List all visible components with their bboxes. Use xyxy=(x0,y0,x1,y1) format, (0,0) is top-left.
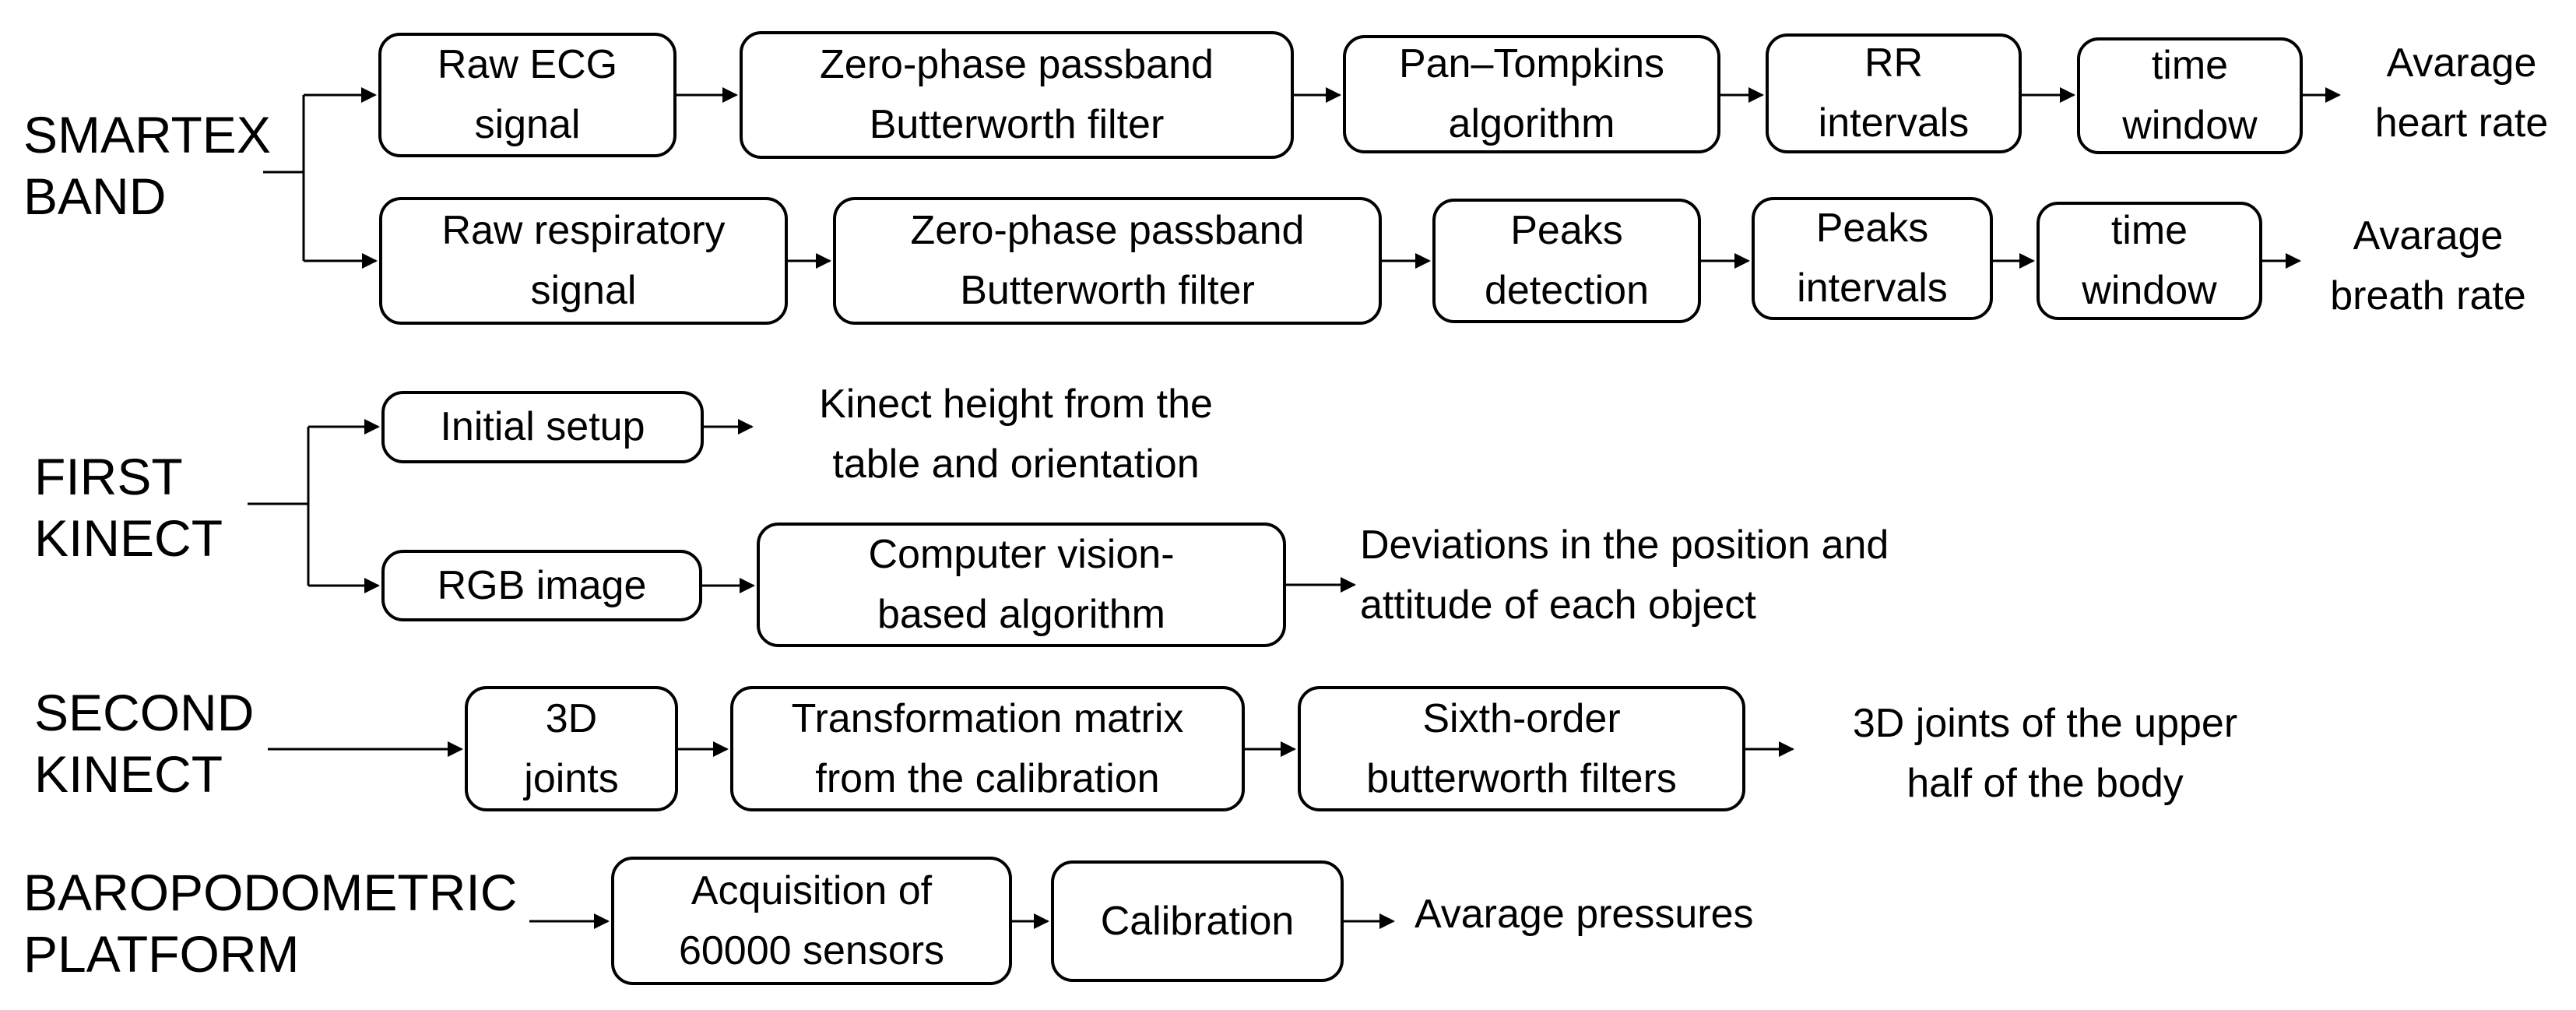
section-label-smartex-band: SMARTEX BAND xyxy=(23,106,271,225)
section-label-baropodometric-platform: BAROPODOMETRIC PLATFORM xyxy=(23,864,518,983)
box-calibration: Calibration xyxy=(1051,860,1344,982)
section-label-first-kinect: FIRST KINECT xyxy=(34,448,223,567)
output-3d-joints-upper-body: 3D joints of the upper half of the body xyxy=(1852,701,2238,806)
box-transformation-matrix: Transformation matrix from the calibrati… xyxy=(730,686,1245,811)
box-peaks-detection: Peaks detection xyxy=(1432,199,1701,323)
box-sixth-order-butterworth-filters: Sixth-order butterworth filters xyxy=(1298,686,1745,811)
box-time-window-heart: time window xyxy=(2077,37,2303,154)
output-kinect-height-orientation: Kinect height from the table and orienta… xyxy=(819,382,1213,487)
output-average-breath-rate: Avarage breath rate xyxy=(2330,213,2526,318)
box-raw-respiratory-signal: Raw respiratory signal xyxy=(379,197,788,325)
box-time-window-breath: time window xyxy=(2037,202,2262,320)
section-label-second-kinect: SECOND KINECT xyxy=(34,684,255,803)
box-peaks-intervals: Peaks intervals xyxy=(1752,197,1993,320)
box-zero-phase-butterworth-filter-resp: Zero-phase passband Butterworth filter xyxy=(833,197,1382,325)
box-pan-tompkins-algorithm: Pan–Tompkins algorithm xyxy=(1343,35,1720,153)
connector-smartex-branch xyxy=(263,87,378,269)
box-acquisition-60000-sensors: Acquisition of 60000 sensors xyxy=(611,857,1012,985)
box-3d-joints: 3D joints xyxy=(465,686,678,811)
box-zero-phase-butterworth-filter-ecg: Zero-phase passband Butterworth filter xyxy=(740,31,1294,159)
output-average-heart-rate: Avarage heart rate xyxy=(2374,40,2549,146)
box-initial-setup: Initial setup xyxy=(381,391,704,463)
box-rr-intervals: RR intervals xyxy=(1766,33,2022,153)
connector-first-kinect-branch xyxy=(248,419,1356,593)
box-rgb-image: RGB image xyxy=(381,550,702,621)
output-deviations-position-attitude: Deviations in the position and attitude … xyxy=(1360,523,1889,628)
box-computer-vision-algorithm: Computer vision- based algorithm xyxy=(757,523,1286,647)
box-raw-ecg-signal: Raw ECG signal xyxy=(378,33,677,157)
output-average-pressures: Avarage pressures xyxy=(1415,892,1754,937)
